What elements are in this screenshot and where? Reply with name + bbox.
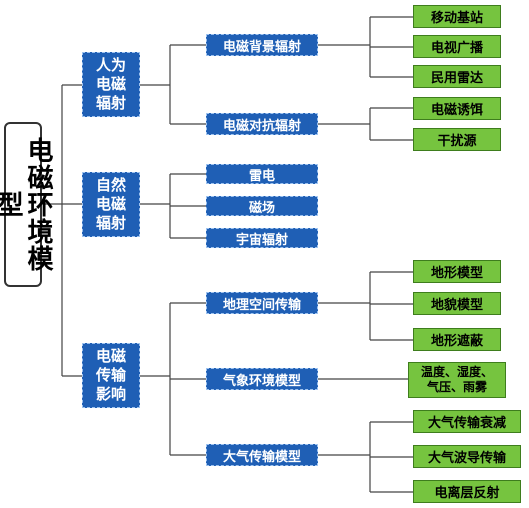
node-atmosphere-model: 大气传输模型	[206, 444, 318, 466]
leaf-mobile-base-station: 移动基站	[413, 5, 501, 28]
leaf-jammer: 干扰源	[413, 128, 501, 151]
node-weather-model-label: 气象环境模型	[222, 373, 301, 389]
node-countermeasure-radiation: 电磁对抗辐射	[206, 113, 318, 135]
leaf-civil-radar-label: 民用雷达	[430, 71, 483, 86]
root-node: 电磁环境模型	[0, 122, 53, 287]
leaf-em-decoy-label: 电磁诱饵	[430, 103, 483, 118]
leaf-atmospheric-duct-label: 大气波导传输	[427, 451, 506, 466]
leaf-atmospheric-attenuation-label: 大气传输衰减	[427, 416, 506, 431]
leaf-weather-factors: 温度、湿度、气压、雨雾	[408, 362, 506, 398]
branch-natural-radiation-label: 自然电磁辐射	[95, 176, 126, 232]
leaf-weather-factors-label: 温度、湿度、气压、雨雾	[420, 365, 493, 394]
leaf-tv-broadcast: 电视广播	[413, 35, 501, 58]
leaf-terrain-model-label: 地形模型	[430, 266, 483, 281]
leaf-tv-broadcast-label: 电视广播	[430, 41, 483, 56]
node-lightning: 雷电	[206, 164, 318, 184]
branch-transmission-effect: 电磁传输影响	[82, 343, 140, 408]
leaf-terrain-masking: 地形遮蔽	[413, 328, 501, 351]
branch-transmission-effect-label: 电磁传输影响	[95, 347, 126, 403]
leaf-terrain-model: 地形模型	[413, 260, 501, 283]
leaf-landform-model: 地貌模型	[413, 292, 501, 315]
leaf-ionospheric-reflection: 电离层反射	[413, 480, 521, 503]
leaf-jammer-label: 干扰源	[437, 134, 477, 149]
leaf-em-decoy: 电磁诱饵	[413, 97, 501, 120]
node-countermeasure-radiation-label: 电磁对抗辐射	[222, 118, 301, 134]
node-background-radiation: 电磁背景辐射	[206, 34, 318, 56]
branch-natural-radiation: 自然电磁辐射	[82, 172, 140, 237]
leaf-atmospheric-attenuation: 大气传输衰减	[413, 410, 521, 433]
node-weather-model: 气象环境模型	[206, 368, 318, 390]
leaf-terrain-masking-label: 地形遮蔽	[430, 334, 483, 349]
leaf-landform-model-label: 地貌模型	[430, 298, 483, 313]
leaf-atmospheric-duct: 大气波导传输	[413, 445, 521, 468]
node-magnetic-field: 磁场	[206, 196, 318, 216]
branch-human-radiation-label: 人为电磁辐射	[95, 56, 126, 112]
leaf-civil-radar: 民用雷达	[413, 65, 501, 88]
node-atmosphere-model-label: 大气传输模型	[222, 449, 301, 465]
leaf-mobile-base-station-label: 移动基站	[430, 11, 483, 26]
node-magnetic-field-label: 磁场	[248, 200, 275, 216]
node-geo-transmission-label: 地理空间传输	[222, 297, 301, 313]
root-label: 电磁环境模型	[0, 137, 53, 272]
leaf-ionospheric-reflection-label: 电离层反射	[434, 486, 500, 501]
node-cosmic-radiation: 宇宙辐射	[206, 228, 318, 248]
node-geo-transmission: 地理空间传输	[206, 292, 318, 314]
branch-human-radiation: 人为电磁辐射	[82, 52, 140, 117]
node-cosmic-radiation-label: 宇宙辐射	[235, 232, 288, 248]
node-lightning-label: 雷电	[248, 168, 275, 184]
node-background-radiation-label: 电磁背景辐射	[222, 39, 301, 55]
